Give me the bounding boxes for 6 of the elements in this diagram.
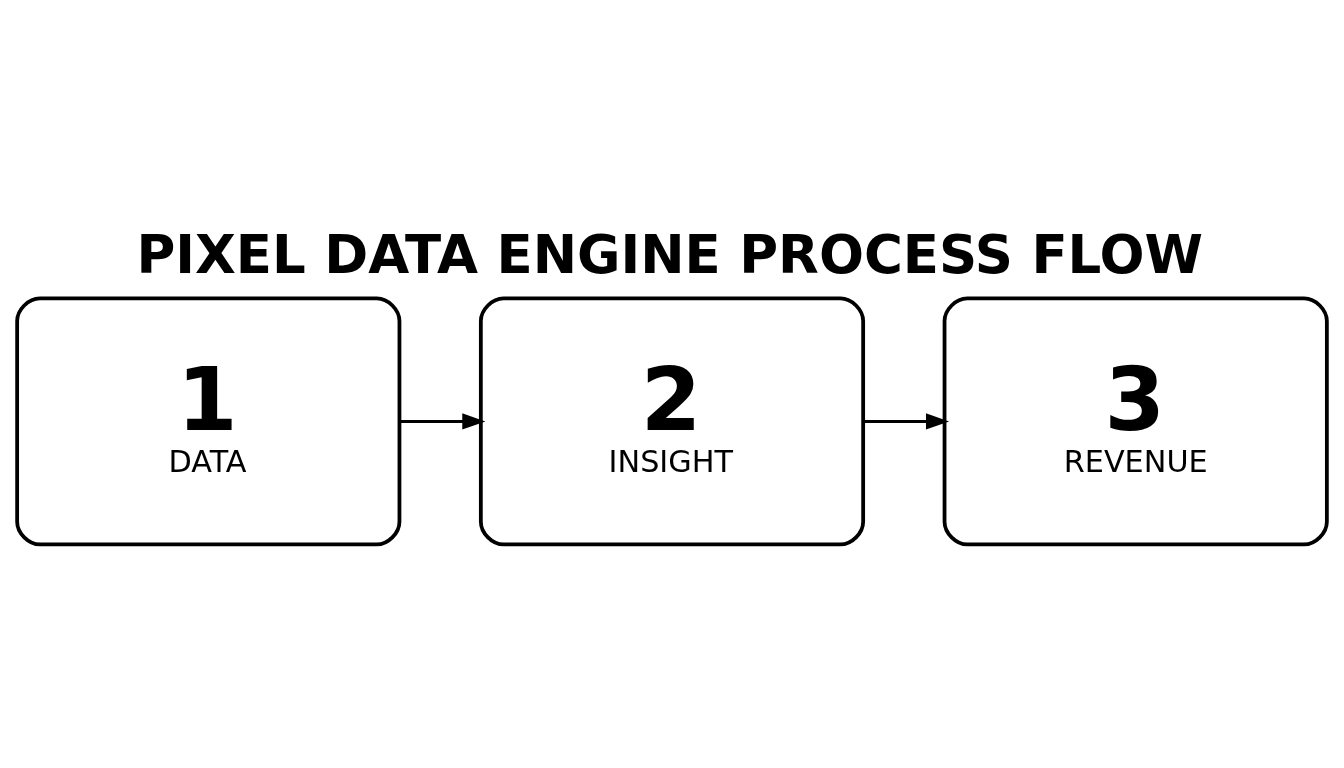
arrow (399, 412, 486, 429)
arrow (863, 412, 950, 429)
diagram-title: PIXEL DATA ENGINE PROCESS FLOW (136, 223, 1203, 285)
node-box: 3 REVENUE (942, 296, 1329, 546)
node-box: 1 DATA (15, 296, 402, 546)
node-box: 2 INSIGHT (478, 296, 866, 546)
